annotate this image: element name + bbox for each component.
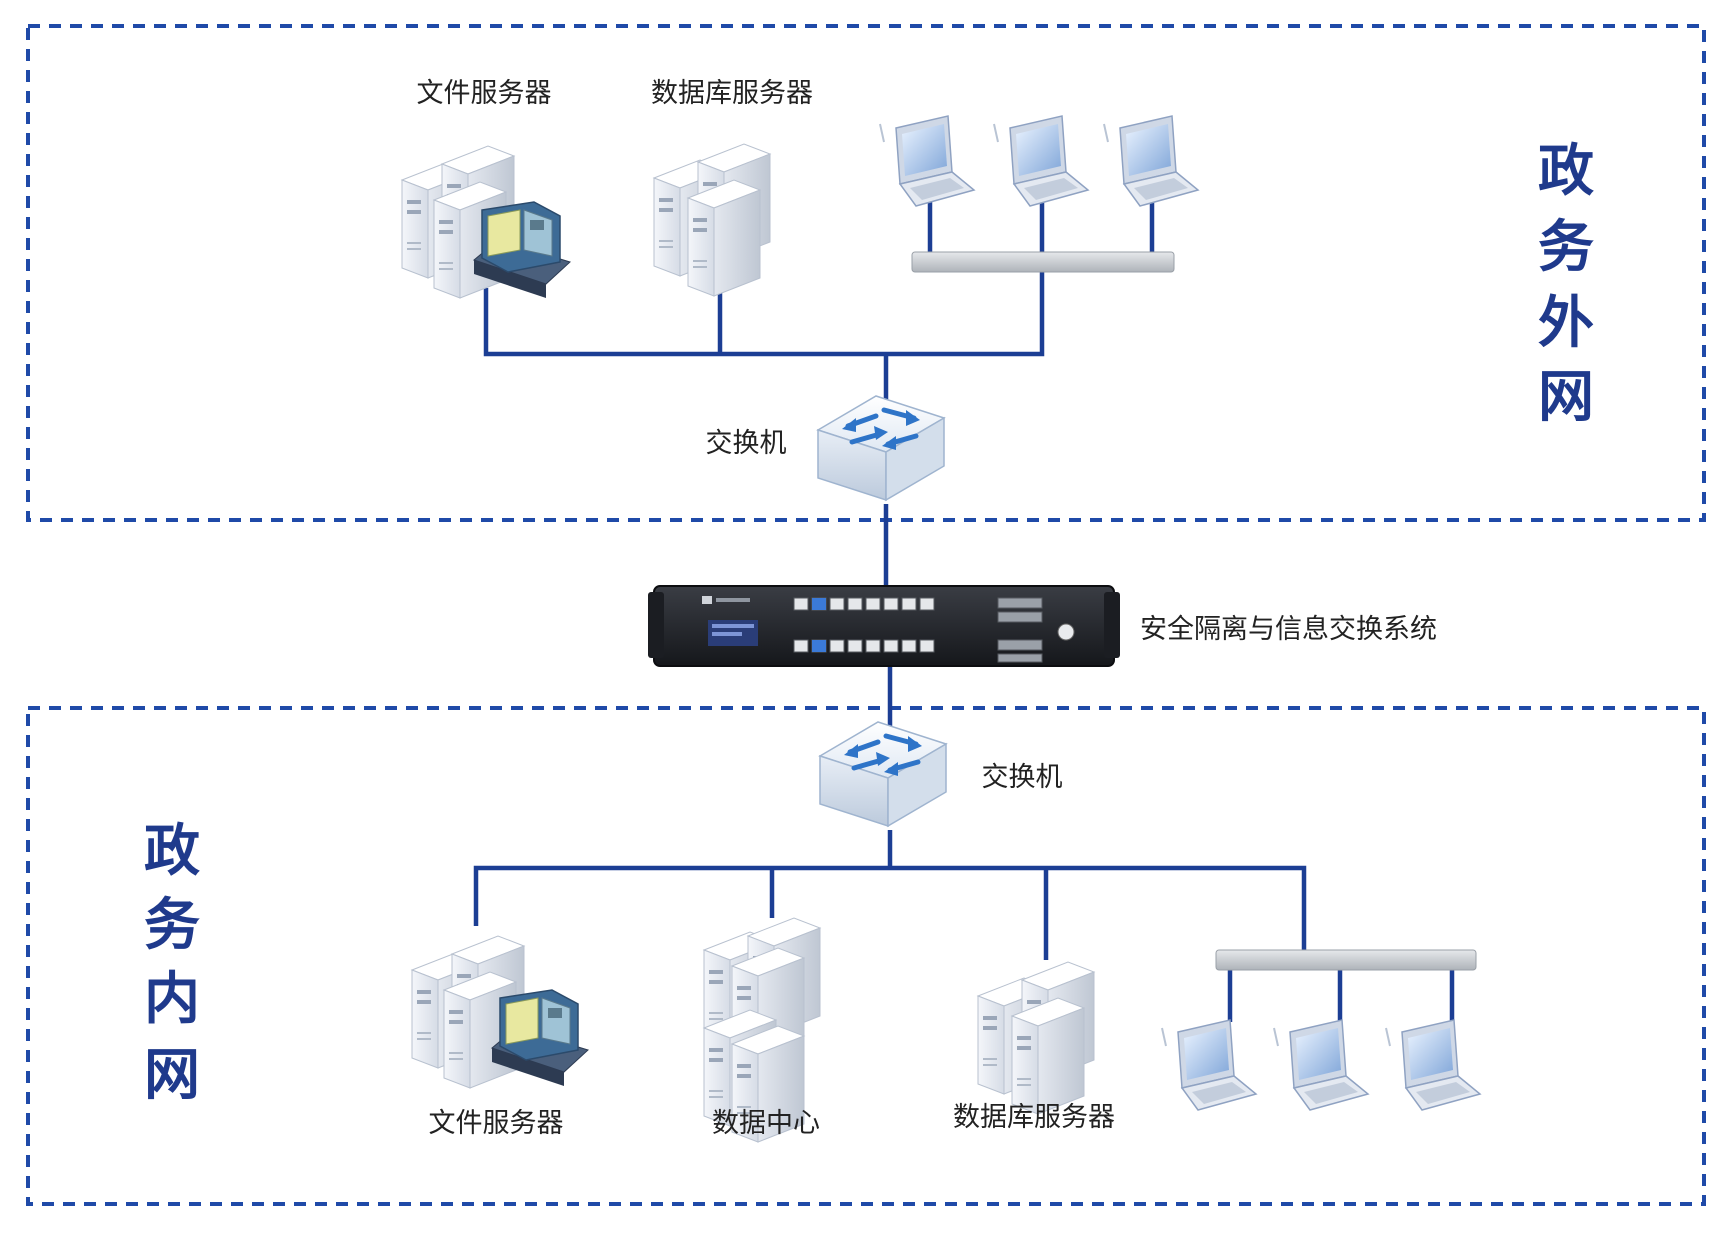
inner-switch-icon: [820, 722, 946, 826]
inner-file-server-label: 文件服务器: [429, 1108, 564, 1139]
laptop-icon: [1273, 1019, 1369, 1111]
data-center-label: 数据中心: [712, 1108, 820, 1139]
laptop-icon: [879, 115, 975, 207]
outer-zone-title-char: 政: [1538, 139, 1594, 204]
outer-zone-border: [26, 24, 1706, 522]
outer-file-server-icon: [401, 145, 571, 299]
inner-zone-title-char: 务: [144, 893, 200, 958]
outer-zone-title: 政 务 外 网: [1538, 139, 1594, 430]
inner-file-server-icon: [411, 935, 589, 1089]
inner-zone-border: [26, 706, 1706, 1206]
outer-switch-label: 交换机: [706, 428, 787, 459]
outer-file-server-label: 文件服务器: [417, 78, 552, 109]
connection-lines: [473, 200, 1455, 1022]
rack-appliance-icon: [648, 585, 1120, 667]
gateway-label: 安全隔离与信息交换系统: [1140, 614, 1437, 645]
inner-switch-label: 交换机: [982, 762, 1063, 793]
inner-zone-title-char: 政: [144, 819, 200, 884]
inner-trunk-line: [473, 865, 1307, 952]
inner-zone-title: 政 务 内 网: [144, 819, 200, 1108]
outer-db-server-icon: [653, 143, 771, 297]
laptop-icon: [1385, 1019, 1481, 1111]
outer-network-bus: [911, 251, 1175, 273]
outer-switch-icon: [818, 396, 944, 500]
outer-zone-title-char: 网: [1538, 365, 1594, 430]
inner-zone-title-char: 网: [144, 1043, 200, 1108]
outer-zone-title-char: 务: [1538, 215, 1594, 280]
inner-zone-title-char: 内: [144, 967, 200, 1032]
outer-trunk-line: [483, 262, 1045, 357]
inner-db-server-label: 数据库服务器: [953, 1102, 1115, 1133]
inner-db-server-icon: [977, 961, 1095, 1115]
inner-network-bus: [1215, 949, 1477, 971]
outer-db-server-label: 数据库服务器: [651, 78, 813, 109]
laptop-icon: [1103, 115, 1199, 207]
laptop-icon: [993, 115, 1089, 207]
outer-zone-title-char: 外: [1538, 291, 1594, 356]
laptop-icon: [1161, 1019, 1257, 1111]
